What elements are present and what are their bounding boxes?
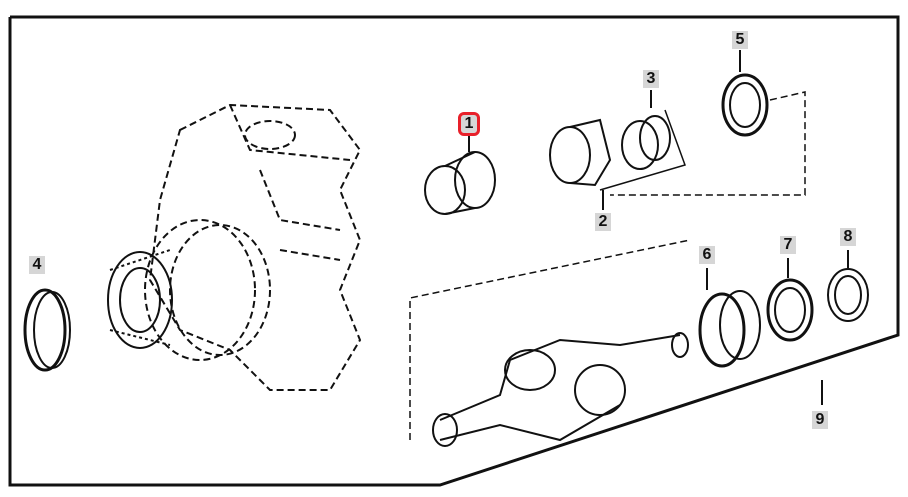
callout-9[interactable]: 9 [812,411,828,429]
frame-border [8,15,900,487]
part-5-ring [721,73,769,137]
callout-1[interactable]: 1 [458,112,480,136]
part-1-sleeve [424,151,496,215]
part-7-ring [766,278,814,342]
part-8-ring [827,268,869,322]
steering-knuckle-housing [144,103,362,391]
part-4-seal [23,288,71,372]
callout-6[interactable]: 6 [699,246,715,264]
part-6-ring [698,290,761,368]
callout-2[interactable]: 2 [595,213,611,231]
callout-5[interactable]: 5 [732,31,748,49]
callout-3[interactable]: 3 [643,70,659,88]
callout-7[interactable]: 7 [780,236,796,254]
part-9-universal-joint [432,332,689,447]
part-2-bearing [549,118,612,187]
part-3-bushing [621,115,671,170]
splined-shaft [107,249,173,349]
callout-8[interactable]: 8 [840,228,856,246]
callout-4[interactable]: 4 [29,256,45,274]
